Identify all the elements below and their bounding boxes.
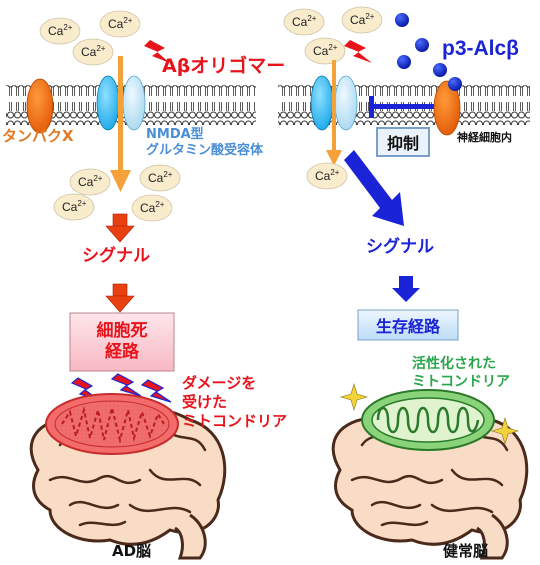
ad-brain-label: AD脳 (112, 542, 152, 560)
active-mitochondria (361, 389, 495, 451)
damaged-mitochondria (45, 393, 179, 455)
p3-alcb-molecule-4 (433, 63, 447, 77)
abeta-bolt-icon-right (344, 40, 372, 63)
svg-text:Ca2+: Ca2+ (313, 43, 338, 58)
survival-signal-arrow-diagonal (344, 150, 404, 226)
signal-arrow-left-1 (105, 213, 135, 243)
active-mito-line1: 活性化された (412, 356, 496, 372)
svg-text:Ca2+: Ca2+ (315, 168, 340, 183)
ion-bottom-left-1 (69, 168, 111, 196)
nmda-receptor-right-b (334, 75, 358, 131)
p3-alcb-label: p3-Alcβ (442, 37, 519, 60)
damaged-mito-line2: 受けた (182, 393, 228, 411)
p3-alcb-molecule-3 (397, 55, 411, 69)
svg-text:Ca2+: Ca2+ (148, 170, 173, 185)
signal-label-left: シグナル (82, 246, 150, 266)
nmda-receptor-left-a (96, 75, 120, 131)
damage-bolt-icon-3 (140, 379, 172, 403)
protein-x-label: タンパクX (2, 127, 74, 145)
survival-pathway-text: 生存経路 (375, 317, 440, 336)
inhibition-marker (369, 96, 434, 118)
cell-death-line1: 細胞死 (96, 320, 148, 341)
ca-influx-arrow-left (110, 56, 131, 192)
active-mito-line2: ミトコンドリア (412, 374, 510, 390)
svg-text:Ca2+: Ca2+ (48, 23, 73, 38)
ion-bottom-right (306, 162, 348, 190)
svg-text:Ca2+: Ca2+ (108, 16, 133, 31)
svg-text:Ca2+: Ca2+ (81, 44, 106, 59)
nmda-receptor-right-a (310, 75, 334, 131)
signal-label-right: シグナル (366, 237, 434, 257)
healthy-brain-label: 健常脳 (443, 542, 489, 560)
svg-text:Ca2+: Ca2+ (350, 12, 375, 27)
ion-top-right-1 (283, 8, 325, 36)
nmda-label-line2: グルタミン酸受容体 (146, 143, 264, 158)
ion-bottom-left-3 (53, 193, 95, 221)
ca-influx-arrow-right (326, 60, 342, 166)
p3-alcb-molecule-5 (448, 77, 462, 91)
nmda-label-line1: NMDA型 (146, 127, 204, 142)
ion-top-right-3 (304, 37, 346, 65)
svg-text:Ca2+: Ca2+ (62, 199, 87, 214)
abeta-bolt-icon (144, 40, 170, 63)
ion-bottom-left-2 (139, 164, 181, 192)
sparkle-icon-2 (490, 416, 520, 446)
damaged-mito-line3: ミトコンドリア (182, 412, 288, 430)
p3-alcb-molecule-2 (415, 38, 429, 52)
cell-death-box (69, 312, 175, 372)
sparkle-icon-1 (339, 382, 369, 412)
cell-death-text: 細胞死 経路 (70, 313, 174, 371)
cell-death-line2: 経路 (105, 342, 139, 362)
damaged-mito-line1: ダメージを (182, 374, 257, 392)
signal-arrow-right (392, 276, 420, 302)
svg-text:Ca2+: Ca2+ (292, 14, 317, 29)
p3-alcb-molecule-1 (395, 13, 409, 27)
svg-text:Ca2+: Ca2+ (140, 200, 165, 215)
inhibit-box: 抑制 (376, 127, 430, 157)
ion-top-left-2 (99, 10, 141, 38)
intracellular-label: 神経細胞内 (457, 131, 512, 144)
ion-top-right-2 (341, 6, 383, 34)
survival-pathway-box (357, 309, 459, 341)
ion-top-left-1 (39, 17, 81, 45)
signal-arrow-left-2 (105, 283, 135, 313)
protein-x (26, 78, 54, 134)
nmda-receptor-left-b (122, 75, 146, 131)
p3-receptor (433, 80, 461, 136)
svg-text:Ca2+: Ca2+ (78, 174, 103, 189)
abeta-label: Aβオリゴマー (162, 55, 286, 77)
ion-bottom-left-4 (131, 194, 173, 222)
damage-bolt-icon-2 (110, 373, 142, 397)
ion-top-left-3 (72, 38, 114, 66)
